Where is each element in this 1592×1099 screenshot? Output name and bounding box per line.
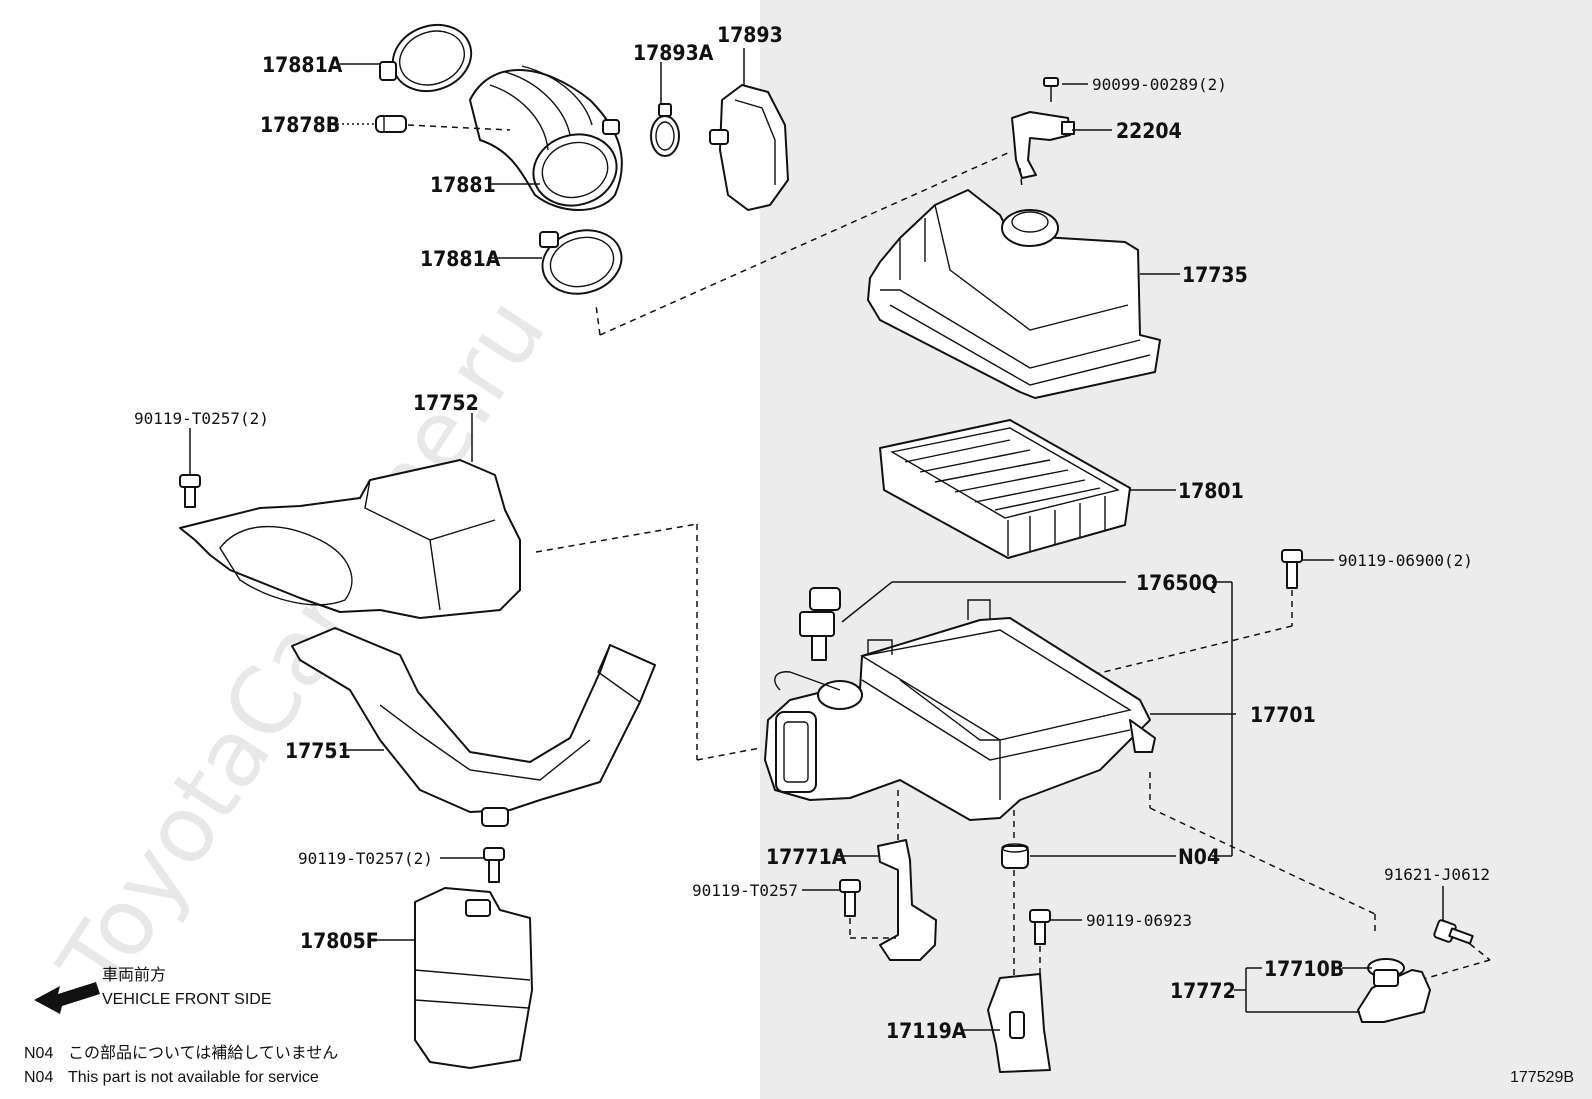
label-22204[interactable]: 22204 bbox=[1116, 119, 1182, 143]
label-90119-06900[interactable]: 90119-06900(2) bbox=[1338, 551, 1473, 570]
label-17701[interactable]: 17701 bbox=[1250, 703, 1316, 727]
label-17881A-bottom[interactable]: 17881A bbox=[420, 247, 501, 271]
part-17881-intake-hose[interactable] bbox=[469, 65, 625, 215]
label-91621-J0612[interactable]: 91621-J0612 bbox=[1384, 865, 1490, 884]
note-code-2: N04 bbox=[24, 1069, 53, 1086]
label-17735[interactable]: 17735 bbox=[1182, 263, 1248, 287]
diagram-code: 177529B bbox=[1510, 1069, 1574, 1086]
part-17805F-resonator[interactable] bbox=[414, 887, 533, 1069]
label-90119-T0257-a[interactable]: 90119-T0257(2) bbox=[134, 409, 269, 428]
label-17878B[interactable]: 17878B bbox=[260, 113, 340, 137]
part-91621-J0612-bolt[interactable] bbox=[1433, 919, 1474, 945]
part-90119-T0257-bolt-b[interactable] bbox=[483, 847, 505, 883]
label-17881A-top[interactable]: 17881A bbox=[262, 53, 343, 77]
label-17771A[interactable]: 17771A bbox=[766, 845, 847, 869]
part-17893-resonator[interactable] bbox=[709, 84, 789, 211]
label-90119-06923[interactable]: 90119-06923 bbox=[1086, 911, 1192, 930]
part-90119-T0257-bolt-a[interactable] bbox=[179, 474, 201, 508]
label-17710B[interactable]: 17710B bbox=[1264, 957, 1344, 981]
label-17893A[interactable]: 17893A bbox=[633, 41, 714, 65]
part-17752-air-inlet-duct[interactable] bbox=[179, 459, 521, 619]
label-17801[interactable]: 17801 bbox=[1178, 479, 1244, 503]
part-90119-06900-bolt[interactable] bbox=[1281, 549, 1303, 589]
part-22204-mass-air-flow-sensor[interactable] bbox=[1011, 111, 1075, 179]
label-17119A[interactable]: 17119A bbox=[886, 1019, 967, 1043]
part-17878B-plug[interactable] bbox=[375, 115, 407, 133]
part-17881A-clamp-top[interactable] bbox=[379, 14, 481, 102]
label-90119-T0257-c[interactable]: 90119-T0257 bbox=[692, 881, 798, 900]
label-17752[interactable]: 17752 bbox=[413, 391, 479, 415]
part-17772-bracket-assembly[interactable] bbox=[1357, 958, 1431, 1023]
part-17881A-clamp-bottom[interactable] bbox=[535, 222, 628, 303]
part-17751-inlet-duct[interactable] bbox=[291, 627, 656, 827]
direction-label-jp: 車両前方 bbox=[102, 966, 166, 984]
label-17881[interactable]: 17881 bbox=[430, 173, 496, 197]
direction-label-en: VEHICLE FRONT SIDE bbox=[102, 991, 272, 1008]
part-17119A-bracket[interactable] bbox=[987, 973, 1051, 1073]
part-90119-06923-bolt[interactable] bbox=[1029, 909, 1051, 945]
part-90119-T0257-bolt-c[interactable] bbox=[839, 879, 861, 917]
part-17801-air-filter-element[interactable] bbox=[879, 419, 1131, 559]
label-17893[interactable]: 17893 bbox=[717, 23, 783, 47]
label-17751[interactable]: 17751 bbox=[285, 739, 351, 763]
note-code-1: N04 bbox=[24, 1045, 53, 1062]
label-N04[interactable]: N04 bbox=[1178, 845, 1220, 869]
vehicle-front-arrow-icon bbox=[34, 982, 100, 1014]
part-17893A-clamp[interactable] bbox=[650, 103, 680, 157]
part-N04-grommet[interactable] bbox=[1001, 843, 1029, 869]
note-en: This part is not available for service bbox=[68, 1069, 319, 1086]
part-17701-air-cleaner-case[interactable] bbox=[764, 599, 1156, 821]
label-17805F[interactable]: 17805F bbox=[300, 929, 379, 953]
label-90099-00289[interactable]: 90099-00289(2) bbox=[1092, 75, 1227, 94]
label-90119-T0257-b[interactable]: 90119-T0257(2) bbox=[298, 849, 433, 868]
label-17650Q[interactable]: 17650Q bbox=[1136, 571, 1218, 595]
part-17650Q-vsv[interactable] bbox=[799, 587, 841, 661]
part-90099-00289-screw[interactable] bbox=[1043, 77, 1059, 102]
label-17772[interactable]: 17772 bbox=[1170, 979, 1236, 1003]
note-jp: この部品については補給していません bbox=[68, 1044, 338, 1062]
part-17771A-bracket[interactable] bbox=[877, 839, 937, 961]
part-17735-air-cleaner-cap[interactable] bbox=[867, 189, 1161, 399]
